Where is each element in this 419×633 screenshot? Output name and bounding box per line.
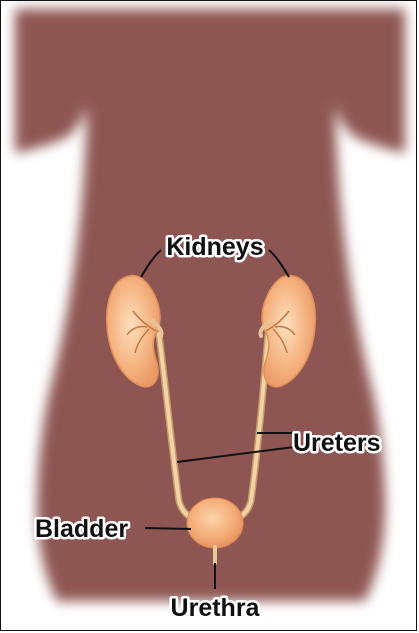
urethra-label: Urethra [171,594,261,622]
kidneys-label: Kidneys [166,233,263,261]
bladder [187,498,243,548]
bladder-leader [145,528,191,529]
ureters-label: Ureters [293,429,381,457]
bladder-label: Bladder [35,515,128,543]
